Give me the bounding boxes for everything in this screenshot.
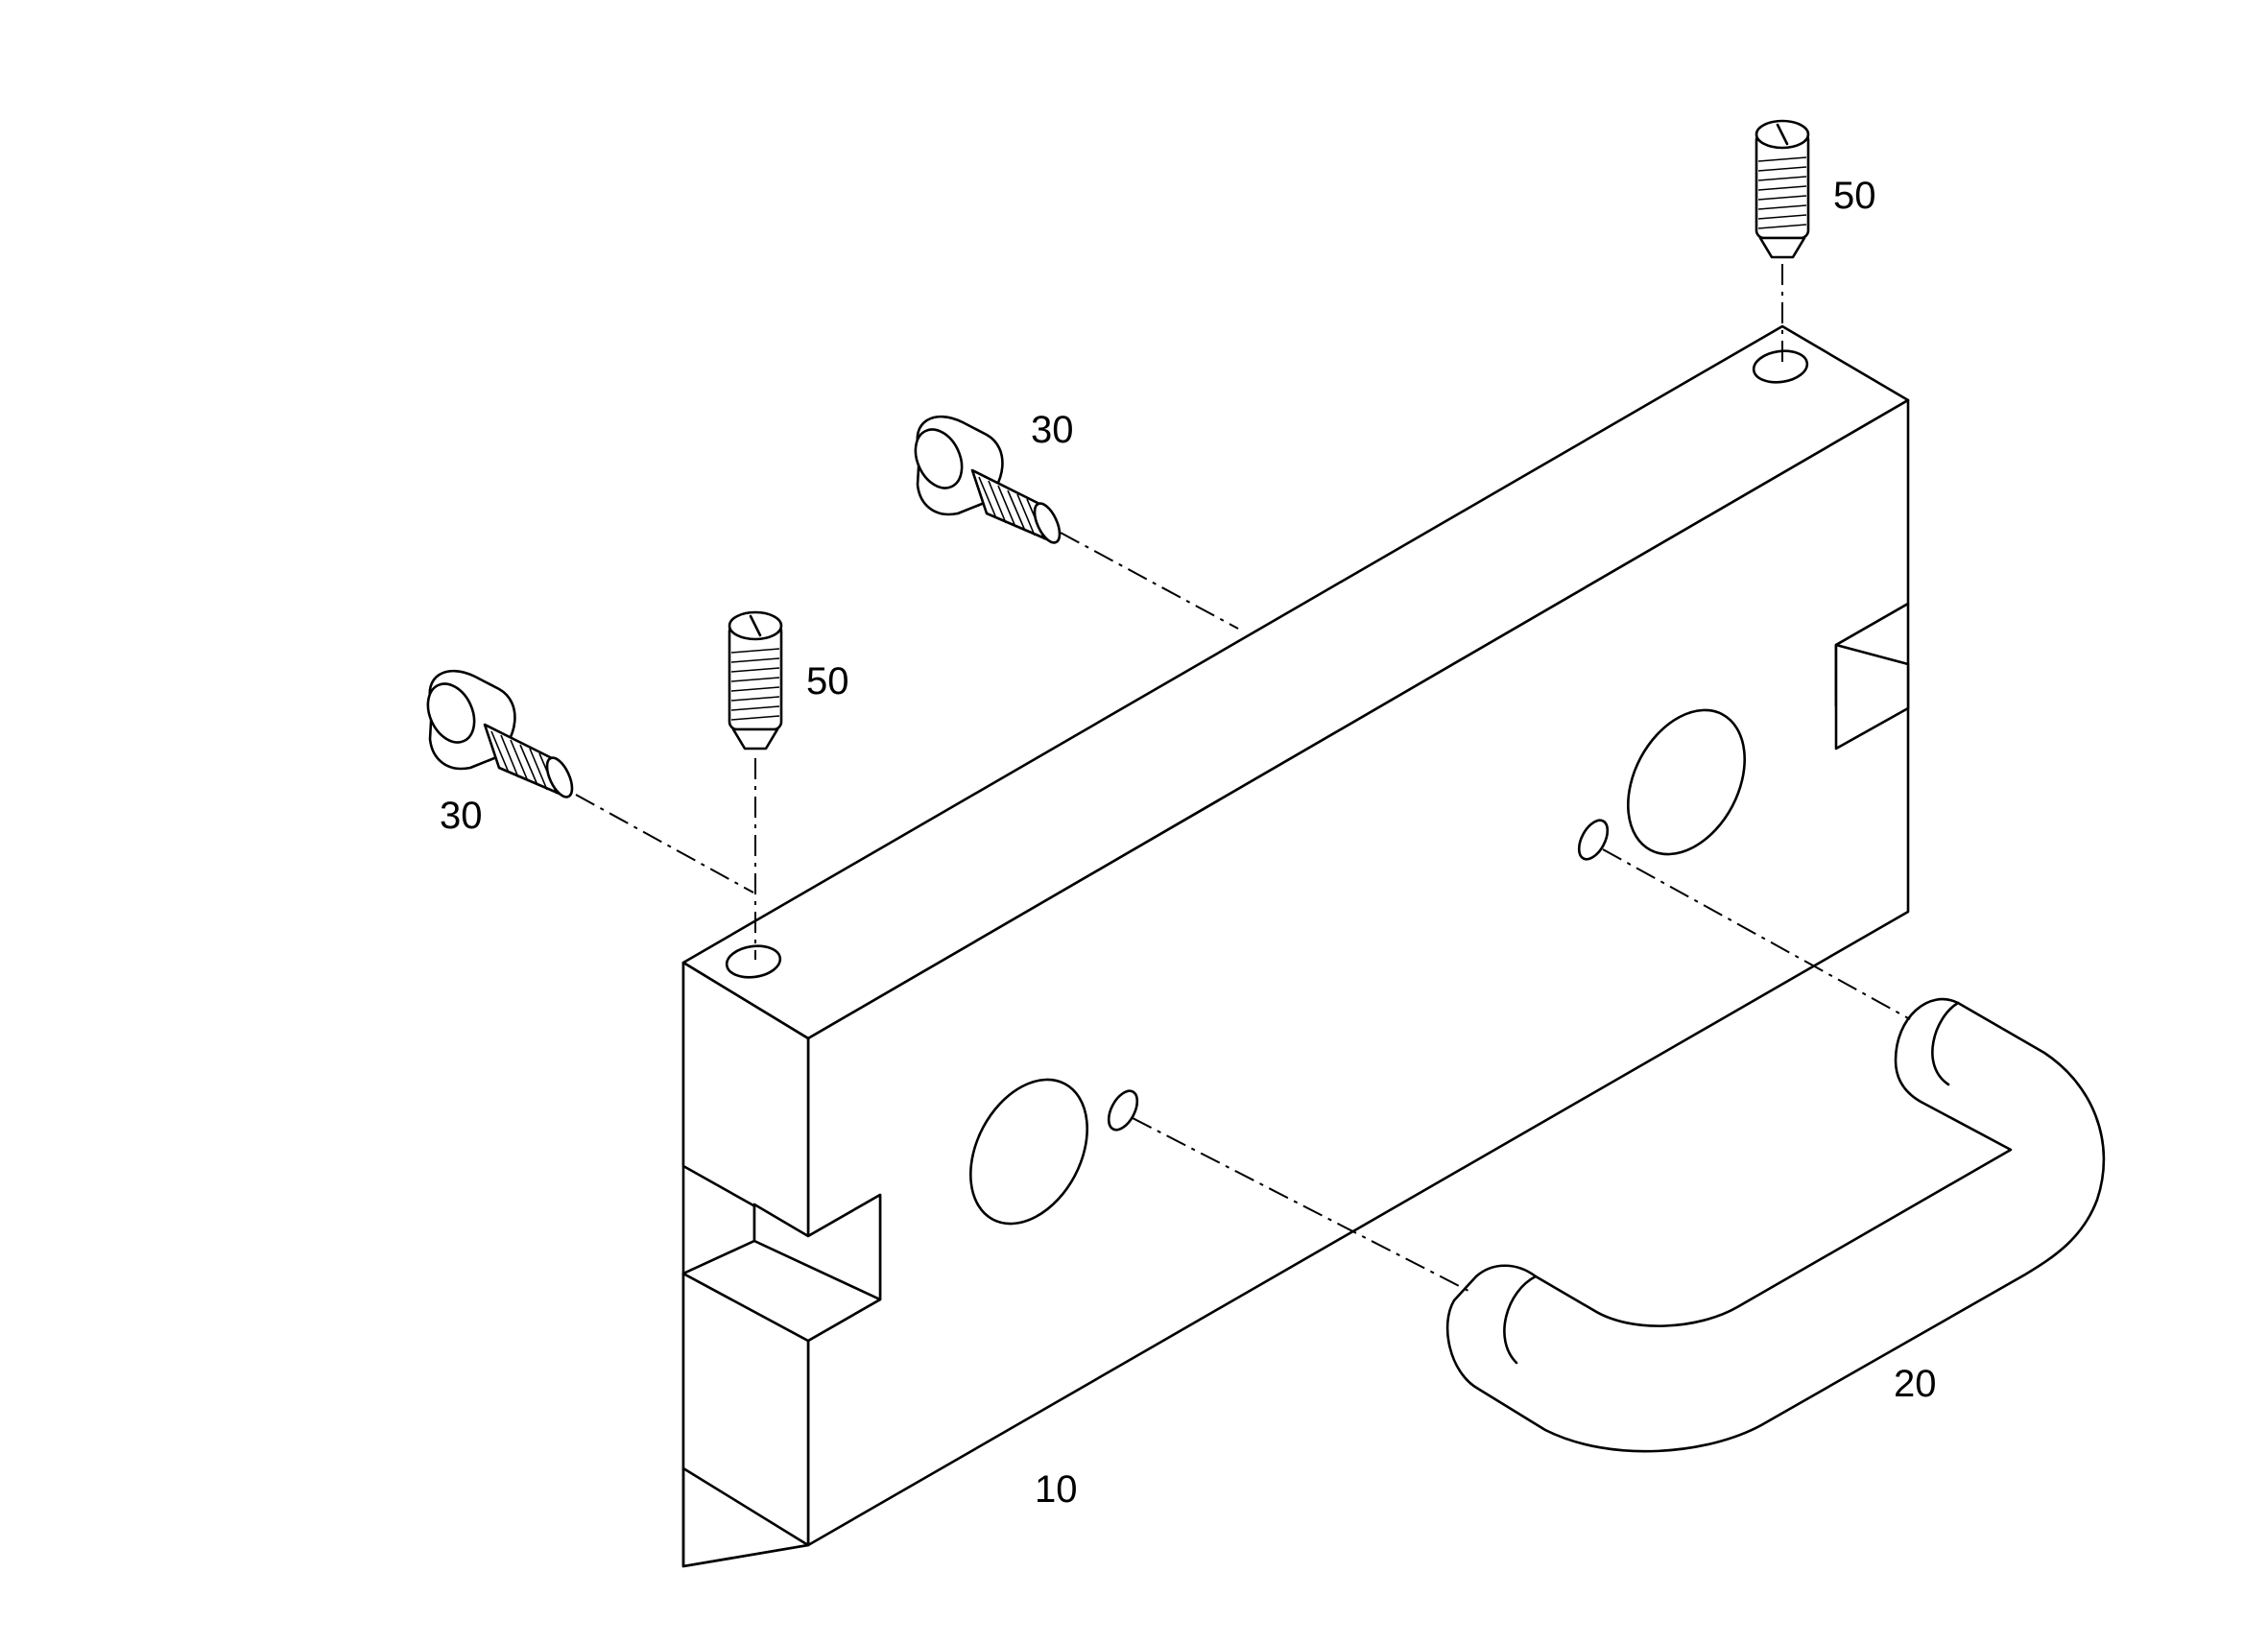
cap-screw-top — [914, 415, 1062, 544]
front-bore-right — [1627, 708, 1746, 856]
callout-part-10: 10 — [1035, 1468, 1078, 1511]
callout-part-30-left: 30 — [440, 795, 483, 837]
set-screw-left — [728, 610, 783, 751]
callout-part-50-right: 50 — [1833, 175, 1876, 217]
handle-part — [1445, 997, 2106, 1453]
callout-part-20: 20 — [1894, 1363, 1937, 1405]
assembly-axes — [575, 264, 1911, 1292]
front-bore-left — [969, 1078, 1088, 1226]
main-block-part — [681, 324, 1910, 1568]
handle-body — [1445, 997, 2106, 1453]
callout-part-50-left: 50 — [806, 660, 849, 703]
front-small-hole-left — [1107, 1089, 1139, 1132]
callout-part-30-top: 30 — [1031, 409, 1074, 451]
cap-screw-left — [426, 669, 574, 798]
front-small-hole-right — [1577, 819, 1610, 861]
set-screw-right — [1755, 119, 1810, 259]
top-hole-right — [1752, 349, 1809, 384]
top-hole-left — [725, 944, 782, 979]
